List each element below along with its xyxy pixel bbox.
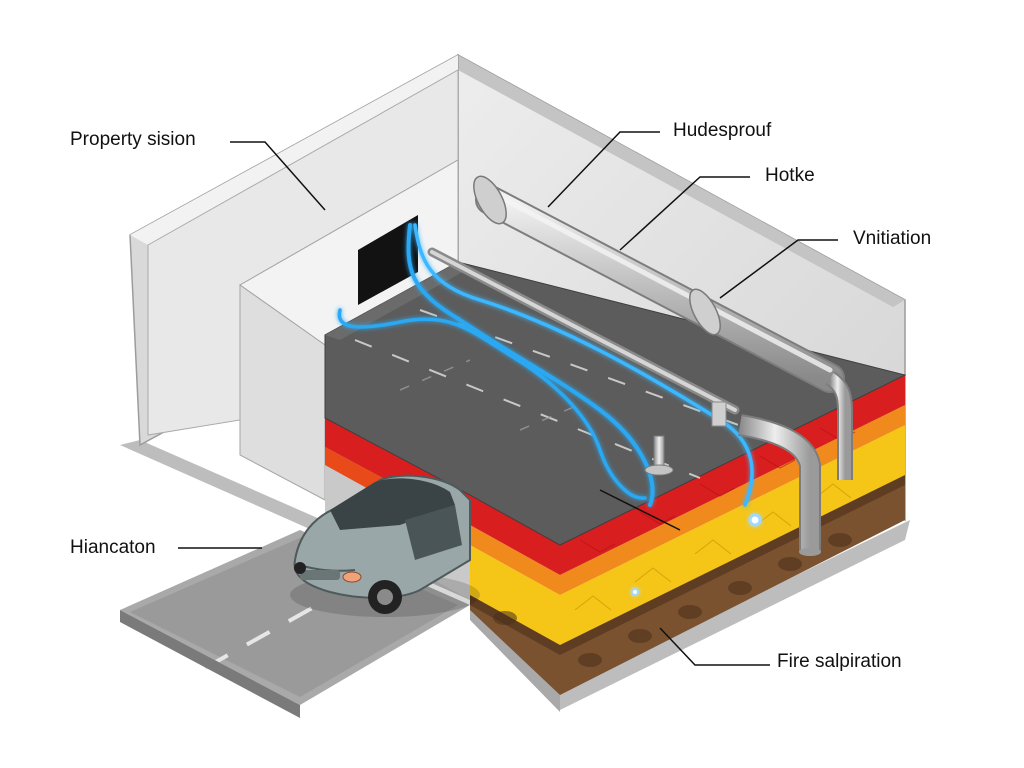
label-hotke: Hotke (765, 165, 815, 186)
floor-pipe (427, 247, 740, 427)
label-hiancaton: Hiancaton (70, 537, 156, 558)
label-hudesprouf: Hudesprouf (673, 120, 772, 141)
ventilation-pipe (473, 175, 853, 556)
doorway-opening (358, 215, 418, 305)
leader-lines (178, 131, 838, 666)
label-fire-salpiration: Fire salpiration (777, 651, 902, 672)
blue-cables (337, 223, 762, 596)
label-vnitiation: Vnitiation (853, 228, 932, 249)
label-property-sision: Property sision (70, 129, 196, 150)
left-wall (129, 53, 459, 447)
car-icon (290, 474, 480, 617)
vent-stack (644, 435, 674, 476)
